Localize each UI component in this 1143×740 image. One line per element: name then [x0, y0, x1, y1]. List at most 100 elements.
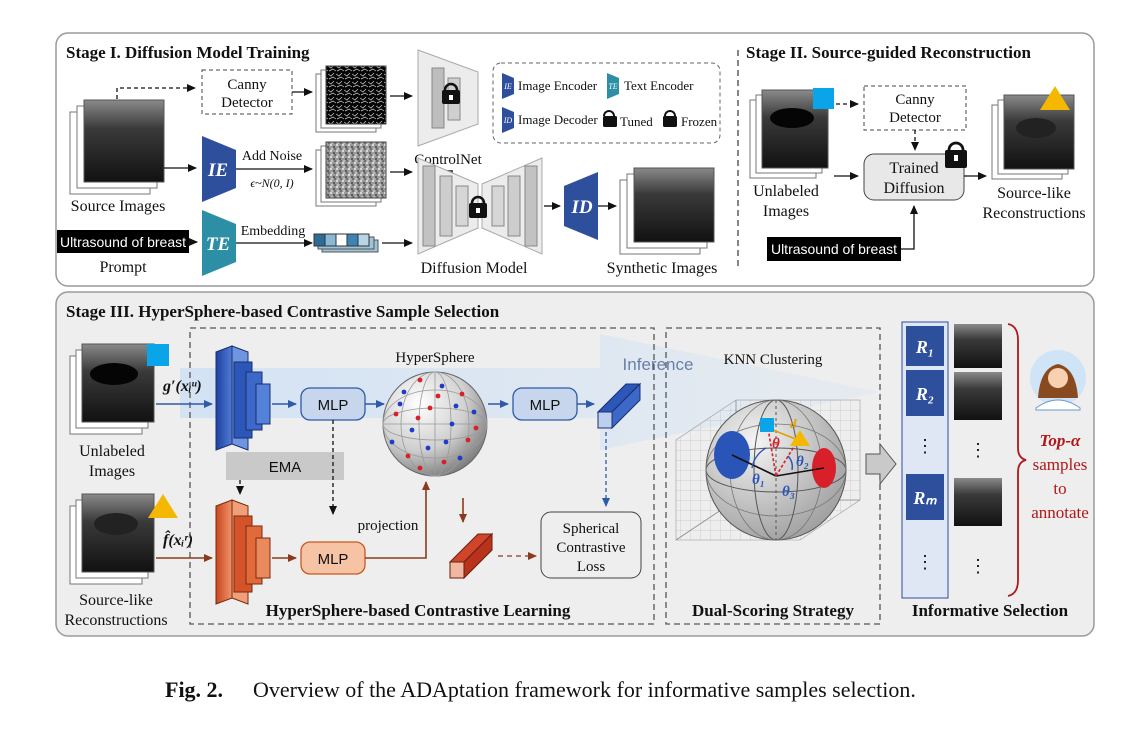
blue-feature-vector	[596, 382, 642, 430]
ie-encoder	[202, 136, 236, 202]
blue-encoder-blocks	[215, 345, 271, 451]
legend-ie-text: IE	[503, 82, 512, 91]
sample-dots-2: ⋮	[969, 556, 987, 576]
arrow-to-selection	[865, 442, 897, 486]
distance-d: d	[790, 416, 797, 431]
stage1-title: Stage I. Diffusion Model Training	[66, 43, 310, 62]
legend-box	[492, 62, 721, 144]
add-noise-label: Add Noise	[242, 149, 302, 164]
stage2-source-like-line2: Reconstructions	[982, 205, 1085, 222]
spherical-loss-box	[540, 511, 642, 579]
orange-encoder-blocks	[215, 499, 271, 605]
canny-line2: Detector	[221, 95, 273, 111]
inference-label: Inference	[623, 355, 694, 374]
hypersphere-label: HyperSphere	[395, 350, 474, 366]
synthetic-images-label: Synthetic Images	[607, 260, 718, 277]
legend-text-encoder: Text Encoder	[624, 78, 694, 93]
stage3-unlabeled-line2: Images	[89, 463, 135, 480]
ema-box	[226, 452, 344, 480]
diffusion-frozen-lock-icon	[469, 195, 487, 218]
stage2-canny-line2: Detector	[889, 110, 941, 126]
stage3-unlabeled-stack	[69, 343, 155, 435]
te-encoder	[202, 210, 236, 276]
source-images-label: Source Images	[71, 198, 166, 215]
trained-diffusion-line2: Diffusion	[883, 180, 944, 197]
rank-column	[901, 321, 949, 599]
selection-brace	[1007, 323, 1027, 597]
top-alpha-annotate: annotate	[1031, 503, 1089, 522]
canny-line1: Canny	[227, 77, 267, 93]
arrow-s2-prompt-diffusion	[901, 205, 918, 250]
dual-scoring-title: Dual-Scoring Strategy	[692, 601, 854, 620]
stage3-source-triangle-icon	[148, 494, 178, 518]
rank-rm: Rₘ	[912, 488, 937, 508]
informative-selection-title: Informative Selection	[912, 601, 1069, 620]
top-alpha-samples: samples	[1033, 455, 1088, 474]
top-alpha-label: Top-α	[1040, 431, 1081, 450]
hypersphere	[382, 371, 488, 477]
diffusion-model-label: Diffusion Model	[421, 260, 528, 277]
canny-detector-box	[201, 69, 293, 115]
angle-theta3: θ₃	[782, 484, 795, 500]
knn-label: KNN Clustering	[724, 352, 823, 368]
ie-label: IE	[207, 160, 228, 181]
caption-text: Overview of the ADAptation framework for…	[253, 677, 916, 702]
hscl-dashed-box	[189, 327, 655, 625]
legend-tuned-lock-icon	[603, 110, 617, 127]
rank-r2: R₂	[915, 384, 934, 404]
sample-dots-1: ⋮	[969, 440, 987, 460]
stage2-unlabeled-line2: Images	[763, 203, 809, 220]
noise-formula: ϵ~N(0, I)	[250, 176, 293, 190]
stage2-canny-line1: Canny	[895, 92, 935, 108]
legend-te-icon	[607, 73, 619, 99]
f-function-label: f̂(xᵢʳ)	[163, 530, 193, 549]
stage2-title: Stage II. Source-guided Reconstruction	[746, 43, 1031, 62]
legend-image-decoder: Image Decoder	[518, 112, 598, 127]
stage1-prompt-box	[57, 230, 189, 253]
top-alpha-to: to	[1053, 479, 1066, 498]
stage2-target-square-icon	[813, 88, 834, 109]
legend-tuned: Tuned	[620, 114, 653, 129]
angle-theta2: θ₂	[796, 454, 809, 470]
ema-label: EMA	[269, 459, 302, 476]
noise-latent-stack	[315, 141, 387, 207]
id-label: ID	[570, 197, 592, 218]
te-label: TE	[206, 234, 230, 255]
trained-diffusion-lock-icon	[945, 141, 967, 168]
ranked-sample-images	[954, 324, 1002, 526]
source-images-stack	[69, 99, 165, 195]
stage2-source-like-line1: Source-like	[997, 185, 1071, 202]
legend-id-text: ID	[503, 116, 513, 125]
rank-dots-1: ⋮	[916, 436, 934, 456]
rank-dots-2: ⋮	[916, 552, 934, 572]
arrow-projection	[365, 481, 430, 559]
stage3-title: Stage III. HyperSphere-based Contrastive…	[66, 302, 500, 321]
hscl-title: HyperSphere-based Contrastive Learning	[266, 601, 571, 620]
stage3-target-square-icon	[147, 344, 169, 366]
prompt-label: Prompt	[99, 259, 147, 276]
loss-line3: Loss	[577, 559, 606, 575]
arrow-source-canny	[116, 84, 196, 99]
legend-frozen-lock-icon	[663, 110, 677, 127]
stage1-prompt-text: Ultrasound of breast	[60, 234, 186, 250]
embedding-label: Embedding	[241, 224, 306, 239]
rank-r1: R₁	[915, 337, 934, 357]
legend-id-icon	[502, 107, 514, 133]
stage3-source-like-line2: Reconstructions	[64, 612, 167, 629]
edge-map-stack	[315, 65, 387, 133]
knn-source-triangle-icon	[790, 430, 810, 446]
doctor-annotator-icon	[1030, 350, 1086, 411]
stage3-unlabeled-line1: Unlabeled	[79, 443, 145, 460]
diffusion-model-unet	[417, 157, 543, 255]
trained-diffusion-box	[863, 153, 965, 201]
caption-label: Fig. 2.	[165, 677, 223, 702]
red-feature-vector	[448, 532, 494, 580]
right-mlp-label: MLP	[530, 397, 561, 414]
loss-line1: Spherical	[563, 521, 620, 537]
trained-diffusion-line1: Trained	[889, 160, 938, 177]
angle-theta1: θ₁	[752, 472, 765, 488]
stage2-source-triangle-icon	[1040, 86, 1070, 110]
stage2-unlabeled-stack	[749, 89, 829, 179]
angle-theta: θ	[772, 436, 780, 452]
knn-target-square-icon	[760, 418, 774, 432]
